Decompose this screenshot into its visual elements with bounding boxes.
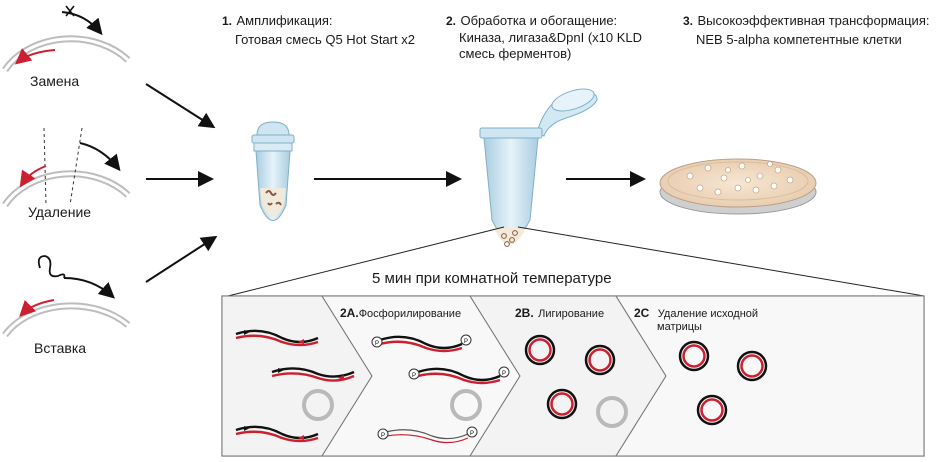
replace-forward-primer bbox=[61, 11, 103, 36]
substep-2b-label: Лигирование bbox=[538, 308, 605, 320]
template-plasmid-2 bbox=[450, 389, 482, 421]
replace-reverse-primer bbox=[14, 48, 56, 65]
phosphorylated-product-2 bbox=[408, 366, 510, 385]
substep-2b-number: 2B. bbox=[515, 306, 534, 320]
final-plasmid-3 bbox=[696, 394, 728, 426]
delete-reverse-primer bbox=[19, 165, 47, 188]
replace-plasmid-diagram bbox=[2, 5, 131, 73]
template-plasmid-3 bbox=[596, 396, 628, 428]
pcr-tube-icon bbox=[251, 121, 295, 221]
insert-tail bbox=[37, 255, 66, 279]
delete-label: Удаление bbox=[28, 204, 92, 220]
phosphorylated-product-3 bbox=[377, 426, 478, 444]
substep-2a-label: Фосфорилирование bbox=[358, 308, 462, 320]
linear-pcr-product-2 bbox=[271, 367, 355, 382]
petri-dish-icon bbox=[659, 158, 817, 215]
linear-pcr-product-1 bbox=[235, 329, 319, 347]
open-tube-icon bbox=[479, 88, 598, 247]
step-2-title: Обработка и обогащение: bbox=[460, 13, 618, 28]
arrow-replace-to-tube bbox=[145, 83, 216, 129]
phosphate-symbol: P bbox=[412, 373, 416, 379]
phosphate-symbol: P bbox=[464, 339, 468, 345]
kld-steps-panel bbox=[221, 295, 925, 457]
substep-2a-heading: 2A.Фосфорилирование bbox=[340, 304, 461, 322]
substep-2a-number: 2A. bbox=[340, 306, 359, 320]
phosphate-symbol: P bbox=[375, 341, 379, 347]
ligated-plasmid-2 bbox=[584, 344, 616, 376]
step-1-number: 1. bbox=[222, 14, 233, 28]
ligated-plasmid-3 bbox=[546, 388, 578, 420]
final-plasmid-1 bbox=[678, 340, 710, 372]
linear-pcr-product-3 bbox=[235, 425, 319, 443]
insert-label: Вставка bbox=[34, 340, 87, 356]
insert-plasmid-diagram bbox=[2, 255, 131, 338]
step-3-number: 3. bbox=[683, 14, 694, 28]
delete-boundary-right bbox=[69, 127, 83, 206]
step-2-heading: 2. Обработка и обогащение: bbox=[446, 12, 617, 30]
ligated-plasmid-1 bbox=[524, 334, 556, 366]
phosphate-symbol: P bbox=[470, 431, 474, 437]
phosphate-symbol: P bbox=[381, 433, 385, 439]
step-3-title: Высокоэффективная трансформация: bbox=[697, 13, 930, 28]
substep-2b-heading: 2B. Лигирование bbox=[515, 304, 604, 322]
step-1-heading: 1. Амплификация: bbox=[222, 12, 332, 30]
replace-mismatch-mark bbox=[65, 5, 75, 17]
step-3-detail: NEB 5-alpha компетентные клетки bbox=[696, 32, 902, 47]
incubation-label: 5 мин при комнатной температуре bbox=[372, 270, 612, 287]
replace-label: Замена bbox=[30, 73, 80, 89]
step-1-title: Амплификация: bbox=[236, 13, 333, 28]
insert-forward-primer bbox=[63, 277, 115, 299]
delete-forward-primer bbox=[79, 142, 121, 172]
arrow-insert-to-tube bbox=[145, 235, 218, 283]
step-3-heading: 3. Высокоэффективная трансформация: bbox=[683, 12, 929, 30]
step-2-number: 2. bbox=[446, 14, 457, 28]
insert-reverse-primer bbox=[19, 299, 55, 317]
substep-2c-heading: 2C Удаление исходной bbox=[634, 304, 758, 322]
step-1-detail: Готовая смесь Q5 Hot Start x2 bbox=[235, 32, 415, 47]
step-2-detail-line1: Киназа, лигаза&DpnI (x10 KLD bbox=[459, 30, 643, 45]
zoom-line-right bbox=[517, 226, 925, 297]
delete-plasmid-diagram bbox=[2, 127, 131, 208]
substep-2c-number: 2C bbox=[634, 306, 650, 320]
phosphorylated-product-1 bbox=[371, 334, 472, 353]
substep-2c-label-line2: матрицы bbox=[657, 321, 702, 333]
template-plasmid-1 bbox=[302, 389, 334, 421]
substep-2c-label-line1: Удаление исходной bbox=[657, 308, 759, 320]
step-2-detail-line2: смесь ферментов) bbox=[459, 46, 572, 61]
zoom-line-left bbox=[227, 226, 505, 297]
phosphate-symbol: P bbox=[502, 371, 506, 377]
final-plasmid-2 bbox=[736, 350, 768, 382]
